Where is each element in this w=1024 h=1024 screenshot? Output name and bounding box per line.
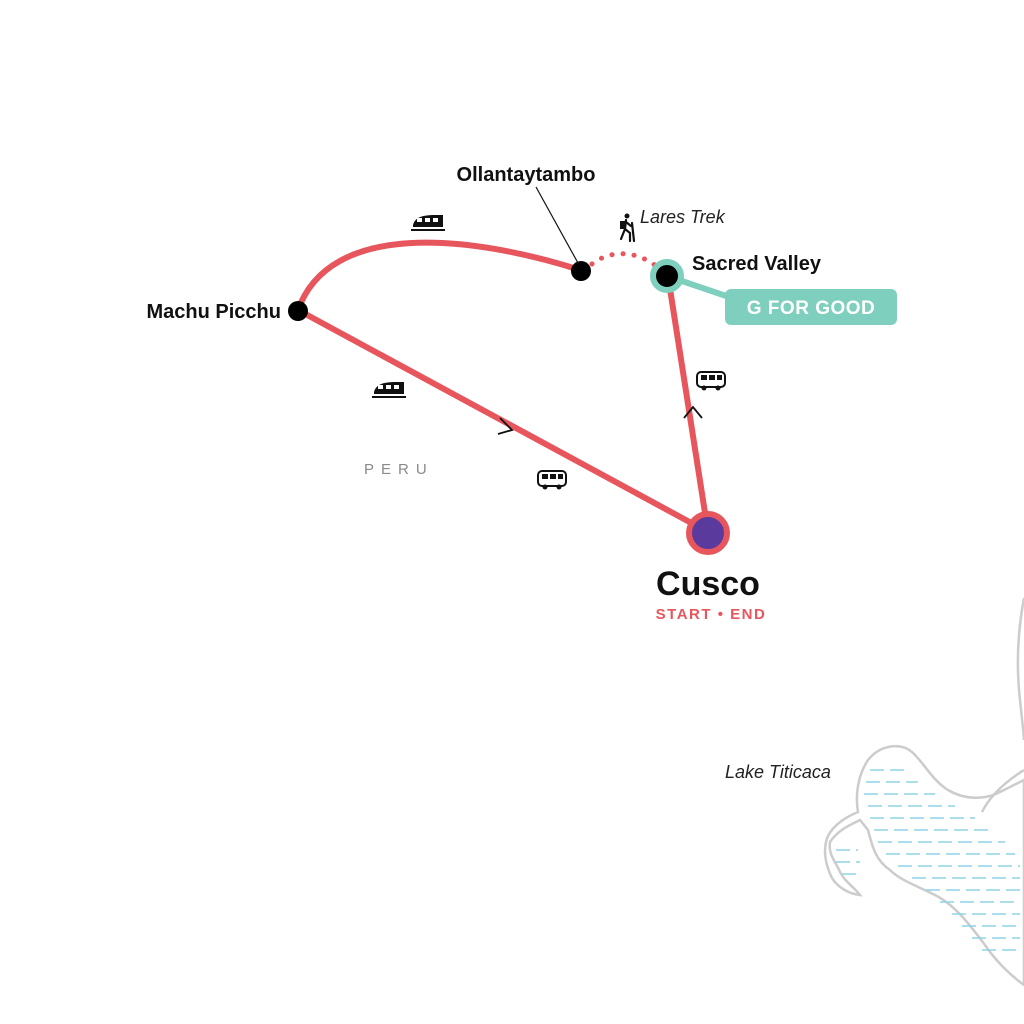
lake-water-lines (836, 769, 1020, 951)
label-country: PERU (364, 461, 434, 478)
g-for-good-badge-label: G FOR GOOD (747, 298, 876, 319)
marker-sacred-valley[interactable] (650, 259, 684, 293)
route-machu-picchu-to-ollantaytambo (295, 239, 583, 313)
label-machu-picchu: Machu Picchu (147, 301, 281, 323)
bus-icon (537, 470, 567, 490)
ollantaytambo-leader-line (535, 186, 579, 264)
g-for-good-badge[interactable]: G FOR GOOD (725, 289, 897, 325)
label-sacred-valley: Sacred Valley (692, 253, 822, 275)
border-outline (1016, 597, 1024, 741)
marker-cusco[interactable] (686, 511, 730, 555)
train-icon (411, 215, 445, 231)
g-for-good-badge-bg (725, 289, 897, 325)
label-ollantaytambo: Ollantaytambo (457, 164, 596, 186)
label-lake-titicaca: Lake Titicaca (725, 762, 831, 782)
lake-titicaca-region (823, 597, 1024, 987)
border-outline (980, 768, 1024, 813)
train-icon (372, 382, 406, 398)
direction-arrow (497, 417, 514, 435)
label-cusco: Cusco (656, 565, 760, 603)
lake-outline (823, 744, 1024, 987)
route-lares-trek (589, 251, 659, 269)
route-sacred-valley-to-cusco (665, 273, 711, 535)
label-cusco-subtitle: START • END (656, 606, 767, 623)
marker-ollantaytambo[interactable] (571, 261, 591, 281)
label-lares-trek: Lares Trek (640, 207, 726, 227)
bus-icon (696, 371, 726, 391)
marker-machu-picchu[interactable] (288, 301, 308, 321)
hiker-icon (619, 213, 636, 243)
direction-arrow (683, 405, 703, 419)
